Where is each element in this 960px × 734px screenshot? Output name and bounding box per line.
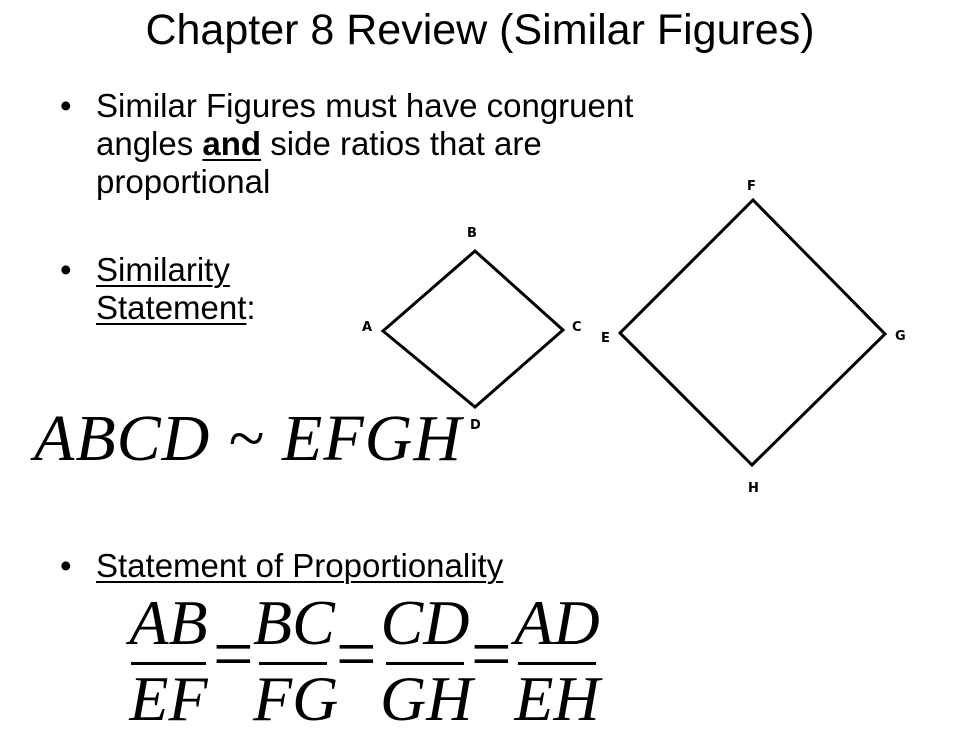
bullet2-line2: Statement:: [96, 289, 356, 327]
vertex-label-b: B: [467, 226, 477, 241]
vertex-label-d: D: [470, 418, 481, 433]
ratio-denominator: GH: [380, 663, 473, 734]
bullet-similar-figures: • Similar Figures must have congruent an…: [60, 87, 816, 201]
bullet-similarity-statement: • Similarity Statement:: [60, 251, 356, 327]
bullet3-text: Statement of Proportionality: [96, 547, 504, 584]
bullet-dot: •: [60, 547, 72, 584]
vertex-label-c: C: [572, 320, 582, 335]
quadrilateral-abcd: [380, 248, 566, 409]
fraction-bar: [131, 662, 206, 665]
bullet1-line2: angles and side ratios that are: [96, 125, 816, 163]
quadrilateral-efgh: [617, 197, 888, 468]
bullet-statement-of-proportionality: • Statement of Proportionality: [60, 547, 656, 585]
ratio-ab-ef: AB EF: [125, 587, 212, 732]
bullet1-emphasis-and: and: [202, 125, 262, 162]
bullet1-line3: proportional: [96, 163, 271, 200]
bullet1-line2-post: side ratios that are: [261, 125, 542, 162]
fraction-bar: [259, 662, 327, 665]
vertex-label-f: F: [747, 179, 756, 194]
equals-sign: =: [213, 614, 254, 694]
ratio-cd-gh: CD GH: [380, 587, 472, 732]
slide-title: Chapter 8 Review (Similar Figures): [145, 6, 815, 54]
vertex-label-h: H: [748, 481, 759, 496]
similarity-statement: ABCD ~ EFGH: [34, 402, 462, 475]
bullet-dot: •: [60, 251, 72, 288]
bullet1-line2-pre: angles: [96, 125, 203, 162]
fraction-bar: [518, 662, 596, 665]
vertex-label-a: A: [362, 320, 372, 335]
vertex-label-g: G: [895, 329, 906, 344]
ratio-denominator: FG: [253, 663, 339, 734]
equals-sign: =: [336, 614, 377, 694]
ratio-numerator: AD: [514, 587, 600, 658]
ratio-numerator: CD: [380, 587, 470, 658]
bullet1-line1: Similar Figures must have congruent: [96, 87, 634, 124]
bullet-dot: •: [60, 87, 72, 124]
equals-sign: =: [471, 614, 512, 694]
vertex-label-e: E: [601, 331, 610, 346]
bullet2-colon: :: [246, 289, 256, 326]
bullet2-line1: Similarity: [96, 251, 230, 288]
ratio-numerator: AB: [129, 587, 208, 658]
fraction-bar: [386, 662, 464, 665]
ratio-denominator: EF: [129, 663, 208, 734]
bullet2-statement-word: Statement: [96, 289, 247, 326]
ratio-numerator: BC: [253, 587, 335, 658]
ratio-ad-eh: AD EH: [512, 587, 602, 732]
ratio-denominator: EH: [514, 663, 600, 734]
ratio-bc-fg: BC FG: [253, 587, 338, 732]
